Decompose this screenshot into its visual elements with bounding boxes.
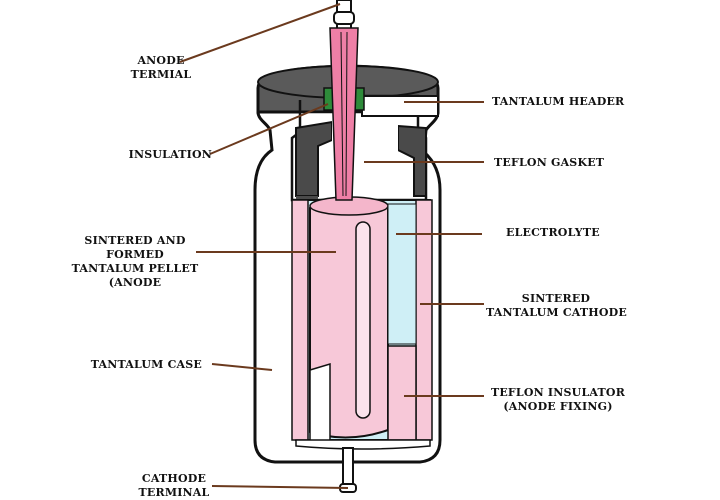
label-sintered-pellet: SINTERED AND FORMED TANTALUM PELLET (ANO… — [71, 234, 199, 289]
leader-cathode-terminal — [211, 485, 349, 489]
sintered-cathode-walls — [291, 199, 433, 441]
tantalum-header-block — [361, 95, 439, 117]
label-tantalum-case: TANTALUM CASE — [90, 358, 202, 371]
label-sintered-cathode: SINTERED TANTALUM CATHODE — [486, 292, 627, 319]
teflon-insulator-blocks — [295, 345, 431, 450]
electrolyte-right-sliver — [387, 203, 417, 345]
label-teflon-insulator: TEFLON INSULATOR (ANODE FIXING) — [490, 386, 626, 413]
cathode-terminal-wire — [339, 447, 357, 493]
label-insulation: INSULATION — [128, 148, 212, 161]
leader-anode-terminal — [179, 3, 341, 63]
label-tantalum-header: TANTALUM HEADER — [492, 95, 625, 108]
anode-terminal-wire — [333, 0, 355, 31]
leader-tantalum-case — [211, 363, 273, 371]
label-anode-terminal: ANODE TERMIAL — [130, 54, 192, 81]
leader-insulation — [209, 103, 329, 155]
label-teflon-gasket: TEFLON GASKET — [494, 156, 605, 169]
leader-lines — [179, 3, 484, 489]
label-electrolyte: ELECTROLYTE — [506, 226, 600, 239]
anode-rod — [329, 27, 359, 201]
label-cathode-terminal: CATHODE TERMINAL — [138, 472, 210, 499]
